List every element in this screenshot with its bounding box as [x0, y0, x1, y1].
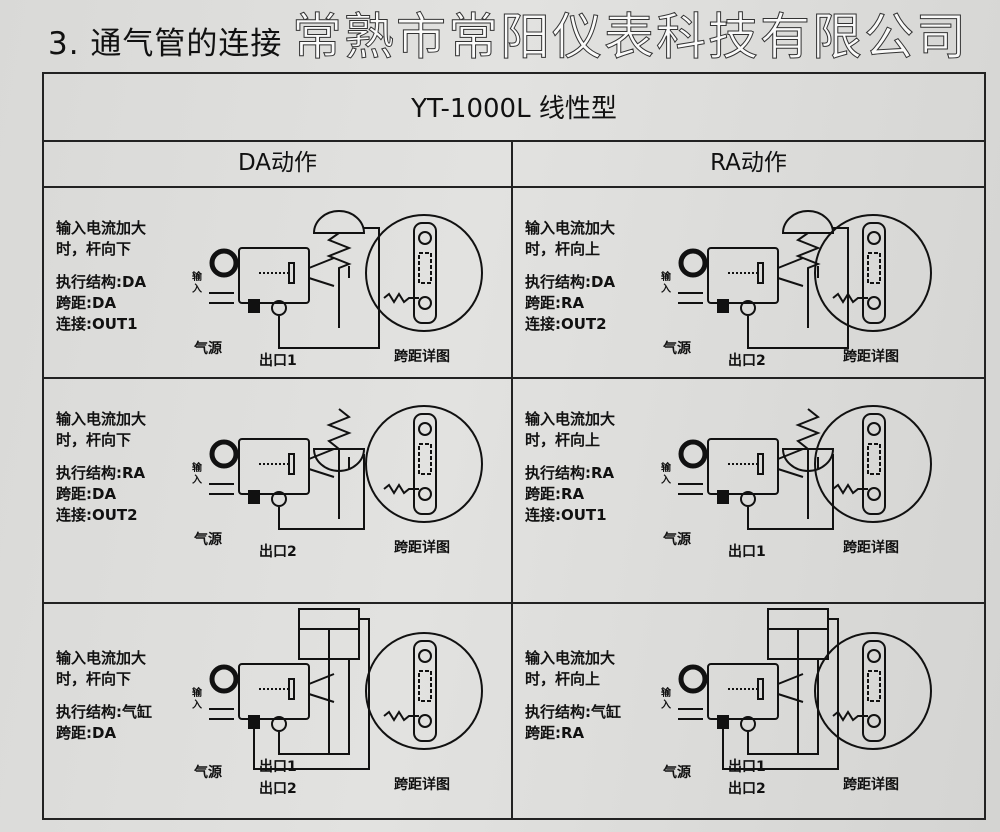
spec-line: 跨距:RA — [525, 485, 585, 503]
input-label: 输入 — [192, 688, 202, 711]
input-label: 输入 — [192, 272, 202, 295]
column-header-da: DA动作 — [44, 140, 511, 188]
air-source-label: 气源 — [194, 765, 222, 781]
description-line: 输入电流加大 — [525, 649, 616, 667]
outlet-label: 出口2 — [728, 781, 766, 797]
air-source-label: 气源 — [663, 532, 691, 548]
span-detail-label: 跨距详图 — [843, 777, 899, 793]
cell-description: 输入电流加大时，杆向上执行结构:DA 跨距:RA 连接:OUT2 — [525, 218, 615, 335]
column-header-ra: RA动作 — [513, 140, 984, 188]
description-line: 时，杆向上 — [525, 670, 601, 688]
spec-line: 跨距:DA — [56, 294, 117, 312]
watermark: 常熟市常阳仪表科技有限公司 — [292, 8, 968, 67]
spec-line: 连接:OUT1 — [525, 506, 607, 524]
positioner-schematic — [678, 608, 839, 770]
description-line: 时，杆向下 — [56, 431, 132, 449]
span-detail-label: 跨距详图 — [394, 777, 450, 793]
diagram-cell: 输入电流加大时，杆向下执行结构:DA 跨距:DA 连接:OUT1 输入气源出口1 跨距详… — [44, 188, 511, 377]
positioner-schematic — [209, 408, 366, 530]
input-label: 输入 — [661, 688, 671, 711]
description-line: 输入电流加大 — [525, 219, 616, 237]
outlet-label: 出口1 — [259, 353, 297, 369]
diagram-cell: 输入电流加大时，杆向上执行结构:气缸跨距:RA 输入气源 出口1 出口2 跨距详图 — [513, 604, 980, 820]
positioner-schematic — [678, 210, 849, 349]
span-detail-circle — [365, 405, 483, 523]
input-label: 输入 — [192, 463, 202, 486]
spec-line: 执行结构:RA — [525, 464, 615, 482]
spec-line: 跨距:DA — [56, 485, 117, 503]
air-source-label: 气源 — [194, 341, 222, 357]
table-header: YT-1000L 线性型 — [44, 74, 984, 142]
air-source-label: 气源 — [194, 532, 222, 548]
description-line: 输入电流加大 — [525, 410, 616, 428]
span-detail-label: 跨距详图 — [843, 349, 899, 365]
spec-line: 连接:OUT1 — [56, 315, 138, 333]
spec-list: 执行结构:DA 跨距:RA 连接:OUT2 — [525, 272, 615, 335]
description-line: 输入电流加大 — [56, 410, 147, 428]
spec-line: 跨距:RA — [525, 724, 585, 742]
description-line: 时，杆向下 — [56, 670, 132, 688]
cell-description: 输入电流加大时，杆向下执行结构:气缸跨距:DA — [56, 648, 152, 744]
spec-list: 执行结构:气缸跨距:RA — [525, 702, 621, 744]
spec-line: 执行结构:RA — [56, 464, 146, 482]
spec-list: 执行结构:气缸跨距:DA — [56, 702, 152, 744]
spec-list: 执行结构:RA 跨距:RA 连接:OUT1 — [525, 463, 615, 526]
outlet-label: 出口2 — [259, 781, 297, 797]
diagram-cell: 输入电流加大时，杆向下执行结构:RA 跨距:DA 连接:OUT2 输入气源出口2 跨距详… — [44, 379, 511, 602]
outlet-label: 出口1 — [259, 759, 297, 775]
span-detail-label: 跨距详图 — [394, 349, 450, 365]
span-detail-circle — [814, 632, 932, 750]
cell-description: 输入电流加大时，杆向下执行结构:DA 跨距:DA 连接:OUT1 — [56, 218, 146, 335]
description-line: 输入电流加大 — [56, 649, 147, 667]
spec-line: 执行结构:气缸 — [525, 703, 621, 721]
positioner-schematic — [678, 408, 835, 530]
cell-description: 输入电流加大时，杆向下执行结构:RA 跨距:DA 连接:OUT2 — [56, 409, 146, 526]
outlet-label: 出口1 — [728, 544, 766, 560]
diagram-cell: 输入电流加大时，杆向下执行结构:气缸跨距:DA 输入气源 出口1 出口2 跨距详图 — [44, 604, 511, 820]
spec-line: 连接:OUT2 — [525, 315, 607, 333]
diagram-cell: 输入电流加大时，杆向上执行结构:DA 跨距:RA 连接:OUT2 输入气源出口2 跨距详… — [513, 188, 980, 377]
positioner-schematic — [209, 608, 370, 770]
input-label: 输入 — [661, 463, 671, 486]
span-detail-label: 跨距详图 — [843, 540, 899, 556]
outlet-label: 出口2 — [728, 353, 766, 369]
outlet-label: 出口2 — [259, 544, 297, 560]
span-detail-label: 跨距详图 — [394, 540, 450, 556]
spec-line: 执行结构:DA — [525, 273, 616, 291]
row-divider — [44, 377, 984, 379]
description-line: 输入电流加大 — [56, 219, 147, 237]
spec-line: 跨距:RA — [525, 294, 585, 312]
description-line: 时，杆向上 — [525, 240, 601, 258]
air-source-label: 气源 — [663, 765, 691, 781]
spec-line: 跨距:DA — [56, 724, 117, 742]
page-title: 3. 通气管的连接 — [48, 26, 283, 62]
spec-line: 执行结构:DA — [56, 273, 147, 291]
description-line: 时，杆向上 — [525, 431, 601, 449]
spec-line: 执行结构:气缸 — [56, 703, 152, 721]
spec-list: 执行结构:RA 跨距:DA 连接:OUT2 — [56, 463, 146, 526]
description-line: 时，杆向下 — [56, 240, 132, 258]
outlet-label: 出口1 — [728, 759, 766, 775]
spec-line: 连接:OUT2 — [56, 506, 138, 524]
row-divider — [44, 602, 984, 604]
span-detail-circle — [365, 632, 483, 750]
positioner-schematic — [209, 210, 380, 349]
cell-description: 输入电流加大时，杆向上执行结构:气缸跨距:RA — [525, 648, 621, 744]
cell-description: 输入电流加大时，杆向上执行结构:RA 跨距:RA 连接:OUT1 — [525, 409, 615, 526]
spec-list: 执行结构:DA 跨距:DA 连接:OUT1 — [56, 272, 146, 335]
span-detail-circle — [365, 214, 483, 332]
connection-table: YT-1000L 线性型 DA动作 RA动作 输入电流加大时，杆向下执行结构:D… — [42, 72, 986, 820]
input-label: 输入 — [661, 272, 671, 295]
diagram-cell: 输入电流加大时，杆向上执行结构:RA 跨距:RA 连接:OUT1 输入气源出口1 跨距详… — [513, 379, 980, 602]
column-divider — [511, 140, 513, 820]
air-source-label: 气源 — [663, 341, 691, 357]
span-detail-circle — [814, 214, 932, 332]
span-detail-circle — [814, 405, 932, 523]
